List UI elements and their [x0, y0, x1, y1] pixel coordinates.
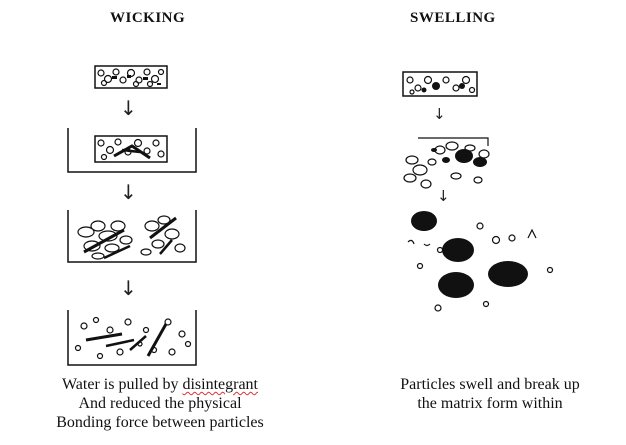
- swelling-caption-line-1: Particles swell and break up: [370, 375, 610, 394]
- wicking-stage-1-tablet: [95, 66, 167, 88]
- wicking-caption-line-3: Bonding force between particles: [10, 413, 310, 432]
- wicking-caption-line-1: Water is pulled by disintegrant: [10, 375, 310, 394]
- arrow-down-icon: ↓: [433, 104, 446, 124]
- swelling-caption: Particles swell and break up the matrix …: [370, 375, 610, 413]
- swelling-stage-2-particles: [404, 138, 489, 188]
- wicking-stage-3-beaker: [68, 210, 196, 262]
- arrow-down-icon: ↓: [120, 98, 137, 118]
- arrow-down-icon: ↓: [437, 186, 450, 206]
- arrow-down-icon: ↓: [120, 278, 137, 298]
- wicking-stage-4-beaker: [68, 310, 196, 365]
- swelling-stage-1-tablet: [403, 72, 477, 96]
- arrow-down-icon: ↓: [120, 182, 137, 202]
- swelling-caption-line-2: the matrix form within: [370, 394, 610, 413]
- wicking-stage-2-beaker: [68, 128, 196, 172]
- swelling-stage-3-particles: [408, 211, 553, 311]
- wicking-caption: Water is pulled by disintegrant And redu…: [10, 375, 310, 432]
- disintegrant-word: disintegrant: [182, 376, 258, 393]
- wicking-caption-line-2: And reduced the physical: [10, 394, 310, 413]
